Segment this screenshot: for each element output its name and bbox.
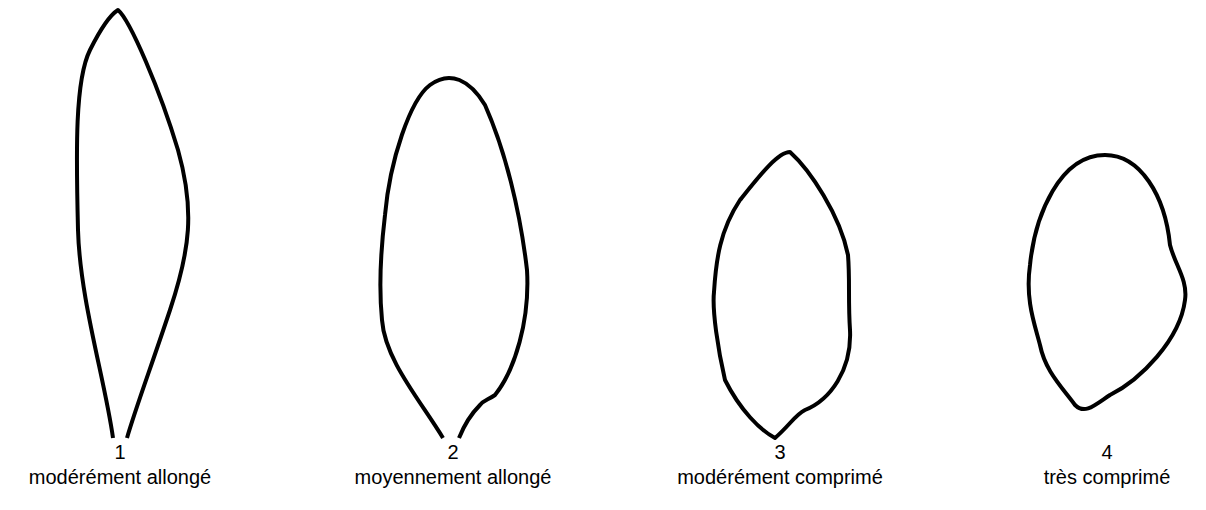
leaf-outline (714, 152, 851, 438)
caption-text: moyennement allongé (355, 466, 552, 488)
leaf-outline (1029, 155, 1186, 409)
caption-text: modérément comprimé (677, 466, 883, 488)
callout-number: 1 (114, 441, 125, 463)
callout-number: 4 (1101, 441, 1112, 463)
callout-number: 2 (447, 441, 458, 463)
caption-text: très comprimé (1044, 466, 1171, 488)
leaf-outline (380, 78, 527, 438)
callout-number: 3 (774, 441, 785, 463)
caption-text: modérément allongé (29, 466, 211, 488)
leaf-outline (77, 10, 188, 438)
